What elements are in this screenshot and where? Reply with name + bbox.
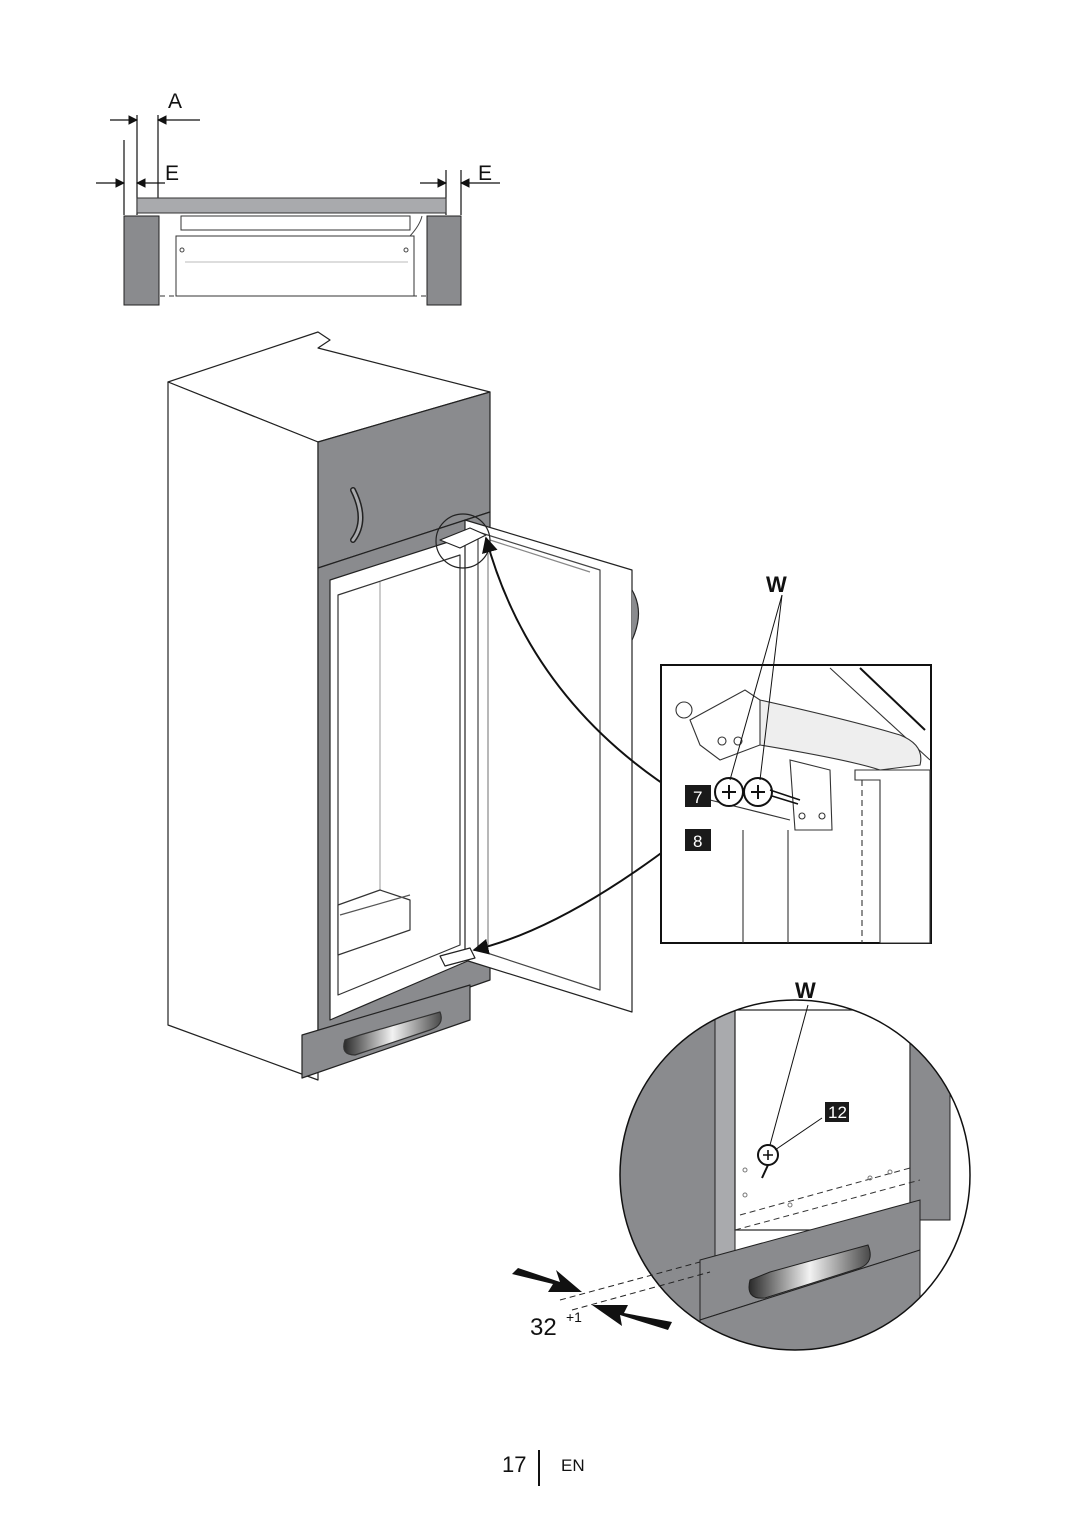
- top-labels: A E E: [165, 90, 492, 185]
- step-7-box: [685, 785, 711, 807]
- step-12-box: [825, 1102, 849, 1122]
- hinge-detail-box: 7 8: [660, 594, 932, 944]
- page-footer: 17 EN: [0, 1450, 1080, 1492]
- dimension-indicator: 32 +1: [512, 1261, 711, 1341]
- bottom-detail-circle: 12: [619, 999, 971, 1351]
- top-cross-section: [96, 115, 500, 306]
- label-w-upper: W: [766, 572, 787, 597]
- screw-8: [743, 777, 801, 807]
- screw-7: [714, 777, 744, 807]
- step-12-label: 12: [828, 1103, 847, 1122]
- step-8-box: [685, 829, 711, 851]
- cabinet-isometric: [167, 331, 640, 1081]
- dimension-tolerance: +1: [566, 1309, 582, 1325]
- language-code: EN: [561, 1456, 585, 1475]
- label-w-lower: W: [795, 978, 816, 1003]
- page-number: 17: [502, 1452, 527, 1477]
- label-a: A: [168, 90, 182, 113]
- label-e-right: E: [478, 162, 492, 185]
- callout-arrows: [472, 536, 682, 955]
- screw-12: [757, 1144, 779, 1179]
- dimension-value: 32: [530, 1314, 557, 1341]
- footer-separator: [538, 1450, 540, 1486]
- step-7-label: 7: [693, 788, 702, 807]
- label-e-left: E: [165, 162, 179, 185]
- step-8-label: 8: [693, 832, 702, 851]
